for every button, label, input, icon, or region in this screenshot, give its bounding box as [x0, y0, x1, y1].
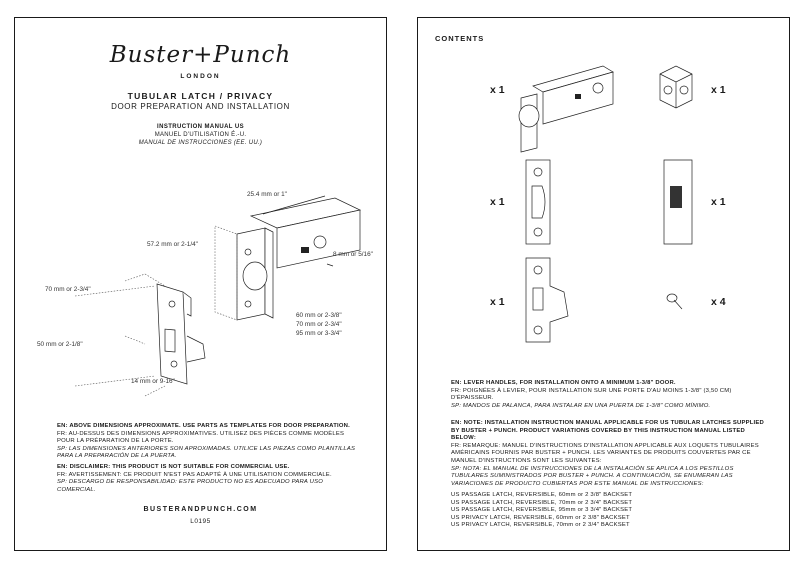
- manual-title-sp: MANUAL DE INSTRUCCIONES (EE. UU.): [138, 140, 263, 146]
- manual-title-fr: MANUEL D'UTILISATION É.-U.: [154, 132, 247, 138]
- screw-icon: [666, 293, 683, 310]
- manual-note-fr: FR: REMARQUE: MANUEL D'INSTRUCTIONS D'IN…: [451, 442, 759, 464]
- right-page: CONTENTS x 1 x 1 x 1 x 1 x 1 x 4: [417, 17, 790, 551]
- dim-8mm: 8 mm or 5/16": [333, 251, 373, 258]
- dim-70mm: 70 mm or 2-3/4": [296, 321, 342, 328]
- list-item: US PASSAGE LATCH, REVERSIBLE, 95mm or 3 …: [451, 507, 633, 514]
- dimensions-note: EN: ABOVE DIMENSIONS APPROXIMATE. USE PA…: [57, 423, 357, 461]
- manual-note-sp: SP: NOTA: EL MANUAL DE INSTRUCCIONES DE …: [451, 465, 734, 487]
- dim-70mm-height: 70 mm or 2-3/4": [45, 286, 91, 293]
- page-title: TUBULAR LATCH / PRIVACY: [127, 91, 274, 101]
- qty-bracket: x 1: [711, 196, 726, 208]
- page-subtitle: DOOR PREPARATION AND INSTALLATION: [111, 102, 290, 111]
- strike-plate-icon: [525, 257, 569, 343]
- qty-faceplate: x 1: [490, 196, 505, 208]
- qty-latch: x 1: [490, 84, 505, 96]
- contents-title: CONTENTS: [435, 34, 485, 43]
- manual-note-en: EN: NOTE: INSTALLATION INSTRUCTION MANUA…: [451, 420, 764, 442]
- latch-isometric: [236, 197, 362, 321]
- brand-logo: Buster+Punch: [109, 42, 292, 68]
- dimensions-note-fr: FR: AU-DESSUS DES DIMENSIONS APPROXIMATI…: [57, 430, 345, 445]
- left-page: Buster+Punch LONDON TUBULAR LATCH / PRIV…: [14, 17, 387, 551]
- brand-location: LONDON: [180, 73, 221, 80]
- variant-list: US PASSAGE LATCH, REVERSIBLE, 60mm or 2 …: [451, 492, 769, 530]
- list-item: US PRIVACY LATCH, REVERSIBLE, 70mm or 2 …: [451, 522, 630, 529]
- dim-57mm: 57.2 mm or 2-1/4": [147, 241, 198, 248]
- disclaimer-sp: SP: DESCARGO DE RESPONSABILIDAD: ESTE PR…: [57, 479, 324, 493]
- list-item: US PASSAGE LATCH, REVERSIBLE, 70mm or 2 …: [451, 499, 633, 506]
- qty-strike: x 1: [490, 296, 505, 308]
- tubular-latch-icon: [518, 65, 614, 153]
- footer-url: BUSTERANDPUNCH.COM: [143, 506, 258, 513]
- bracket-icon: [663, 159, 693, 245]
- manual-title-en: INSTRUCTION MANUAL US: [157, 124, 244, 130]
- list-item: US PASSAGE LATCH, REVERSIBLE, 60mm or 2 …: [451, 492, 633, 498]
- dim-95mm: 95 mm or 3-3/4": [296, 330, 342, 337]
- dim-25mm: 25.4 mm or 1": [247, 191, 287, 198]
- dim-14mm: 14 mm or 9-16": [131, 378, 175, 385]
- disclaimer-fr: FR: AVERTISSEMENT: CE PRODUIT N'EST PAS …: [57, 471, 332, 478]
- lever-note: EN: LEVER HANDLES, FOR INSTALLATION ONTO…: [451, 380, 769, 410]
- faceplate-icon: [525, 159, 551, 245]
- lever-note-en: EN: LEVER HANDLES, FOR INSTALLATION ONTO…: [451, 380, 676, 386]
- disclaimer-en: EN: DISCLAIMER: THIS PRODUCT IS NOT SUIT…: [57, 464, 290, 470]
- disclaimer-note: EN: DISCLAIMER: THIS PRODUCT IS NOT SUIT…: [57, 464, 357, 494]
- lever-note-sp: SP: MANDOS DE PALANCA, PARA INSTALAR EN …: [451, 402, 711, 409]
- manual-note: EN: NOTE: INSTALLATION INSTRUCTION MANUA…: [451, 420, 769, 488]
- dimensions-note-sp: SP: LAS DIMENSIONES ANTERIORES SON APROX…: [57, 445, 356, 460]
- footer-code: L0195: [190, 518, 211, 525]
- list-item: US PRIVACY LATCH, REVERSIBLE, 60mm or 2 …: [451, 514, 630, 521]
- qty-screws: x 4: [711, 296, 726, 308]
- strike-plate-diagram: [156, 283, 206, 385]
- dim-50mm: 50 mm or 2-1/8": [37, 341, 83, 348]
- qty-cover: x 1: [711, 84, 726, 96]
- dim-60mm: 60 mm or 2-3/8": [296, 312, 342, 319]
- lever-note-fr: FR: POIGNÉES À LEVIER, POUR INSTALLATION…: [451, 387, 732, 402]
- latch-cover-icon: [659, 65, 693, 109]
- latch-dimension-diagram: [74, 195, 362, 397]
- dimensions-note-en: EN: ABOVE DIMENSIONS APPROXIMATE. USE PA…: [57, 423, 350, 429]
